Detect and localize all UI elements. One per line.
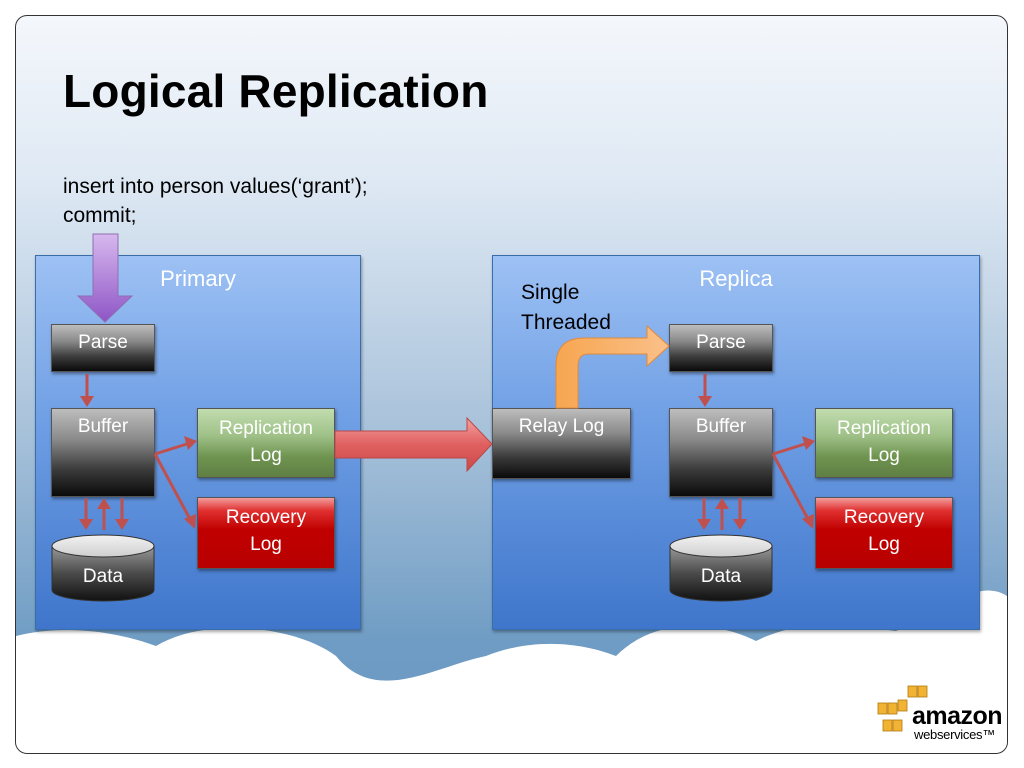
single-threaded-arrow: [555, 324, 670, 409]
primary-buffer-to-replication-log-arrow: [154, 436, 197, 456]
slide-title: Logical Replication: [63, 65, 489, 117]
replication-transfer-arrow: [334, 416, 493, 473]
primary-parse-label: Parse: [78, 332, 128, 353]
replica-replication-log-line2: Log: [868, 445, 900, 466]
slide: Logical Replication insert into person v…: [15, 15, 1008, 754]
replica-relay-log-box: Relay Log: [492, 408, 631, 479]
replica-replication-log-line1: Replication: [837, 418, 931, 439]
replica-replication-log-box: Replication Log: [815, 408, 953, 478]
primary-parse-box: Parse: [51, 324, 155, 372]
primary-data-label: Data: [82, 566, 124, 587]
sql-line-insert: insert into person values(‘grant’);: [63, 175, 368, 198]
primary-buffer-label: Buffer: [77, 416, 129, 437]
replica-recovery-log-box: Recovery Log: [815, 497, 953, 569]
primary-replication-log-line1: Replication: [219, 418, 313, 439]
replica-buffer-label: Buffer: [695, 416, 747, 437]
replica-recovery-log-line1: Recovery: [843, 507, 925, 528]
primary-recovery-log-line1: Recovery: [225, 507, 307, 528]
replica-parse-to-buffer-arrow: [698, 374, 712, 407]
primary-buffer-data-arrows: [79, 498, 129, 530]
primary-replication-log-line2: Log: [250, 445, 282, 466]
cloud-background: [16, 590, 1007, 753]
purple-input-arrow: [76, 233, 134, 323]
primary-buffer-to-recovery-log-arrow: [153, 453, 196, 529]
replica-parse-label: Parse: [696, 332, 746, 353]
replica-buffer-to-recovery-log-arrow: [771, 453, 814, 529]
single-threaded-note: Single Threaded: [521, 278, 611, 338]
replica-label: Replica: [699, 266, 773, 291]
primary-parse-to-buffer-arrow: [80, 374, 94, 407]
sql-line-commit: commit;: [63, 204, 137, 227]
replica-relay-log-label: Relay Log: [518, 416, 605, 437]
primary-buffer-box: Buffer: [51, 408, 155, 497]
replica-parse-box: Parse: [669, 324, 773, 372]
replica-recovery-log-line2: Log: [868, 534, 900, 555]
primary-recovery-log-line2: Log: [250, 534, 282, 555]
sql-statement: insert into person values(‘grant’); comm…: [63, 172, 368, 230]
single-threaded-line1: Single: [521, 281, 580, 304]
diagram-overlay: [51, 233, 928, 732]
replica-data-label: Data: [700, 566, 742, 587]
replica-buffer-to-replication-log-arrow: [772, 436, 815, 456]
replica-buffer-data-arrows: [697, 498, 747, 530]
aws-logo-text-amazon: amazon: [912, 702, 1003, 730]
replica-buffer-box: Buffer: [669, 408, 773, 497]
aws-logo-icon: [877, 685, 928, 732]
primary-data-cylinder: [51, 534, 155, 602]
replica-data-cylinder: [669, 534, 773, 602]
aws-logo-text-webservices: webservices™: [914, 727, 995, 742]
primary-recovery-log-box: Recovery Log: [197, 497, 335, 569]
single-threaded-line2: Threaded: [521, 311, 611, 334]
primary-label: Primary: [160, 266, 236, 291]
